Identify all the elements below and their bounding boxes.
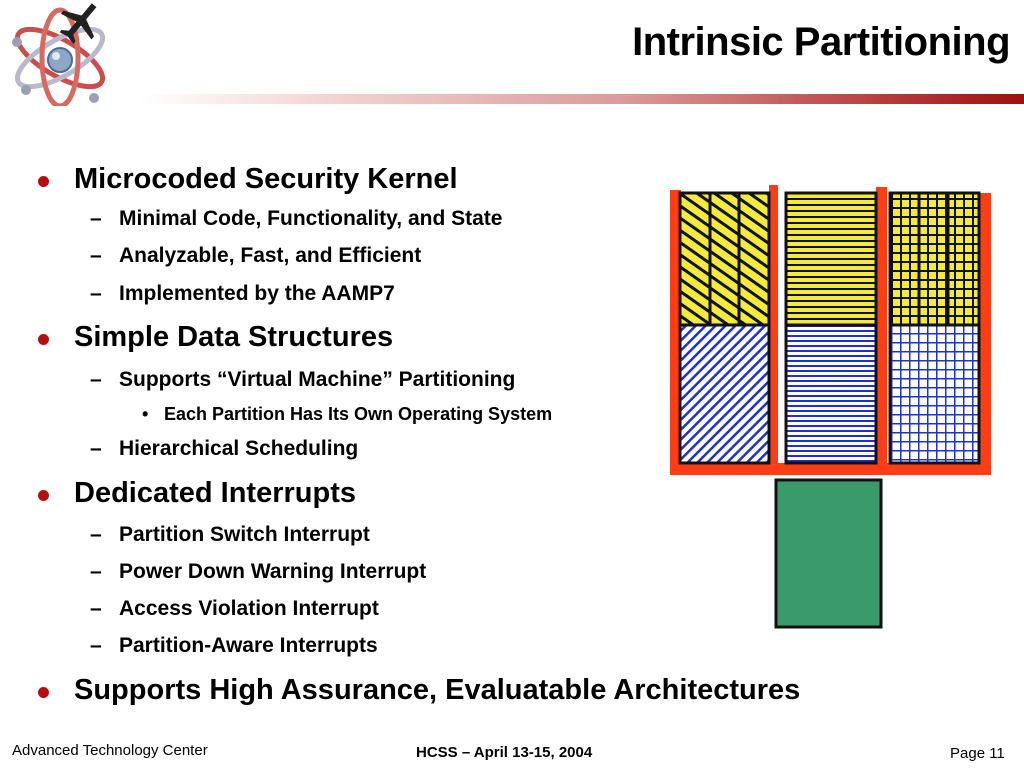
bullet-level1: Supports High Assurance, Evaluatable Arc… <box>74 674 801 706</box>
partition-2 <box>778 187 887 475</box>
dash-icon: – <box>90 597 102 620</box>
bullet-level1: Simple Data Structures <box>74 321 394 353</box>
partition-1 <box>670 185 778 475</box>
kernel-block <box>774 478 883 629</box>
dash-icon: – <box>90 282 102 305</box>
dash-icon: – <box>90 634 102 657</box>
dash-icon: – <box>90 523 102 546</box>
bullet-level2: Analyzable, Fast, and Efficient <box>119 244 422 267</box>
bullet-level1: Microcoded Security Kernel <box>74 163 458 195</box>
bullet-level2: Partition Switch Interrupt <box>119 523 370 546</box>
bullet-dot-icon <box>38 490 49 501</box>
small-bullet-icon: • <box>142 404 149 424</box>
title-underline <box>140 94 1024 104</box>
dash-icon: – <box>90 437 102 460</box>
footer-event: HCSS – April 13-15, 2004 <box>416 744 593 761</box>
bullet-level2: Access Violation Interrupt <box>119 597 379 620</box>
bullet-level3: Each Partition Has Its Own Operating Sys… <box>164 404 553 424</box>
dash-icon: – <box>90 368 102 391</box>
dash-icon: – <box>90 560 102 583</box>
footer-organization: Advanced Technology Center <box>12 742 208 759</box>
footer-page-number: Page 11 <box>950 745 1005 762</box>
partition-3 <box>887 191 991 475</box>
bullet-dot-icon <box>38 334 49 345</box>
bullet-level2: Implemented by the AAMP7 <box>119 282 395 305</box>
bullet-level2: Supports “Virtual Machine” Partitioning <box>119 368 516 391</box>
atom-airplane-logo-icon <box>12 3 106 106</box>
dash-icon: – <box>90 244 102 267</box>
bullet-level1: Dedicated Interrupts <box>74 477 356 509</box>
bullet-dot-icon <box>38 687 49 698</box>
bullet-level2: Hierarchical Scheduling <box>119 437 359 460</box>
bullet-level2: Power Down Warning Interrupt <box>119 560 427 583</box>
dash-icon: – <box>90 207 102 230</box>
bullet-level2: Minimal Code, Functionality, and State <box>119 207 503 230</box>
bullet-level2: Partition-Aware Interrupts <box>119 634 378 657</box>
page-title: Intrinsic Partitioning <box>632 20 1010 64</box>
bullet-dot-icon <box>38 176 49 187</box>
